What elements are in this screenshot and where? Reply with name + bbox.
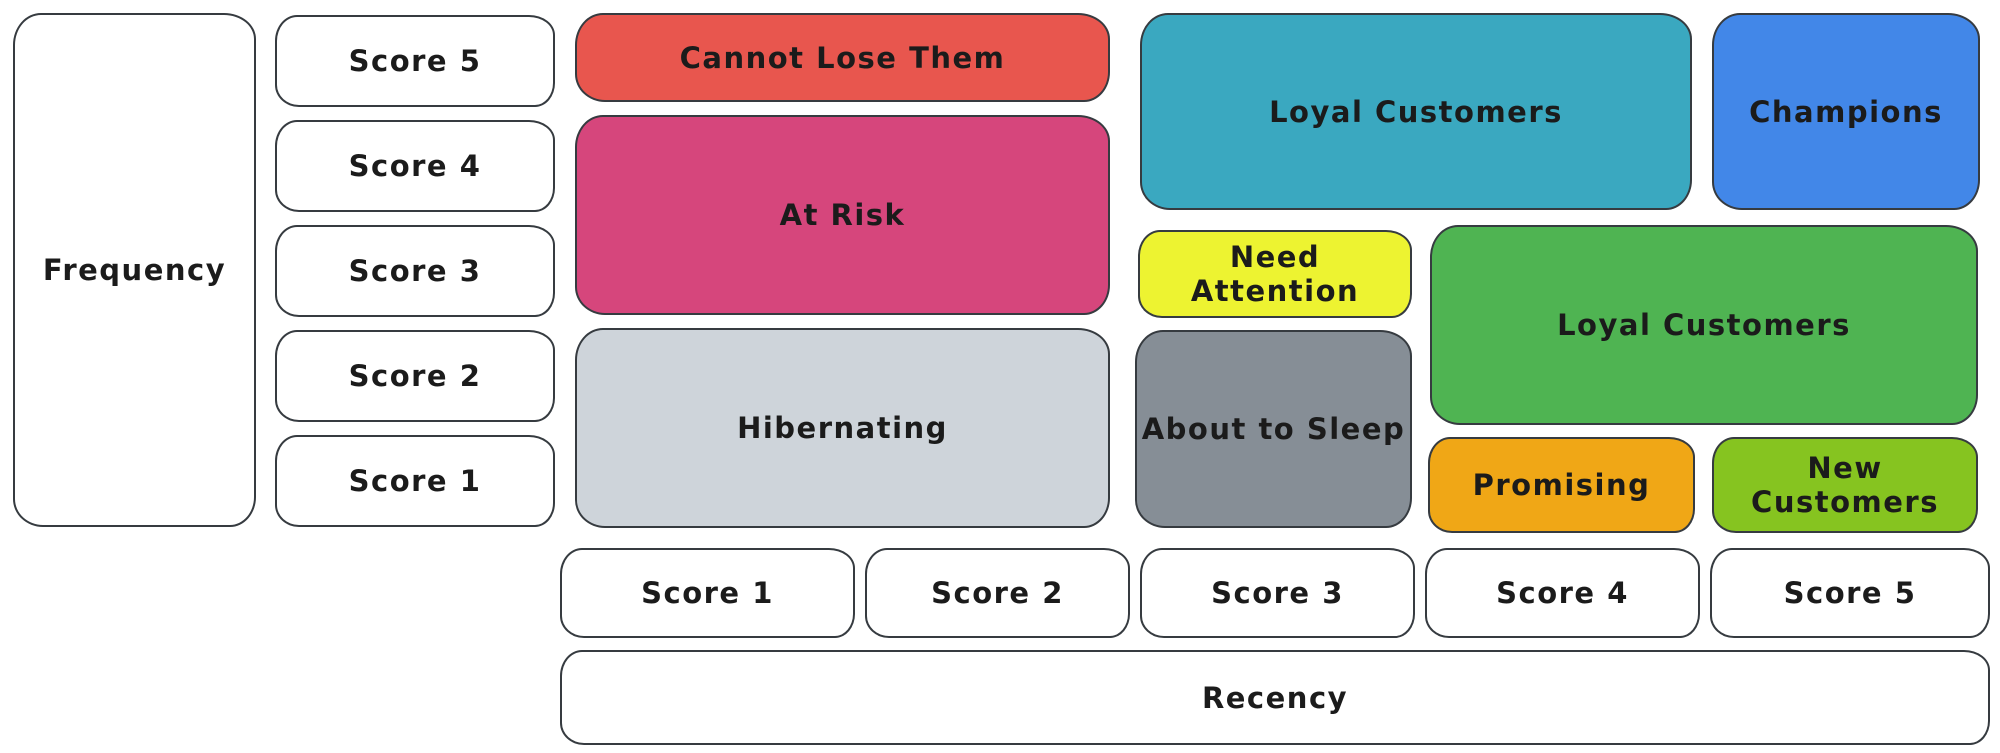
recency-score-3: Score 3	[1140, 548, 1415, 638]
segment-loyal-customers-top: Loyal Customers	[1140, 13, 1692, 210]
frequency-axis-label: Frequency	[13, 13, 256, 527]
segment-need-attention: Need Attention	[1138, 230, 1412, 318]
segment-at-risk: At Risk	[575, 115, 1110, 315]
segment-new-customers: New Customers	[1712, 437, 1978, 533]
segment-cannot-lose-them: Cannot Lose Them	[575, 13, 1110, 102]
segment-champions: Champions	[1712, 13, 1980, 210]
frequency-score-4: Score 4	[275, 120, 555, 212]
segment-hibernating: Hibernating	[575, 328, 1110, 528]
frequency-score-3: Score 3	[275, 225, 555, 317]
recency-axis-label: Recency	[560, 650, 1990, 745]
segment-promising: Promising	[1428, 437, 1695, 533]
segment-loyal-customers-right: Loyal Customers	[1430, 225, 1978, 425]
recency-score-5: Score 5	[1710, 548, 1990, 638]
segment-about-to-sleep: About to Sleep	[1135, 330, 1412, 528]
recency-score-2: Score 2	[865, 548, 1130, 638]
frequency-score-1: Score 1	[275, 435, 555, 527]
recency-score-4: Score 4	[1425, 548, 1700, 638]
frequency-score-2: Score 2	[275, 330, 555, 422]
frequency-score-5: Score 5	[275, 15, 555, 107]
recency-score-1: Score 1	[560, 548, 855, 638]
